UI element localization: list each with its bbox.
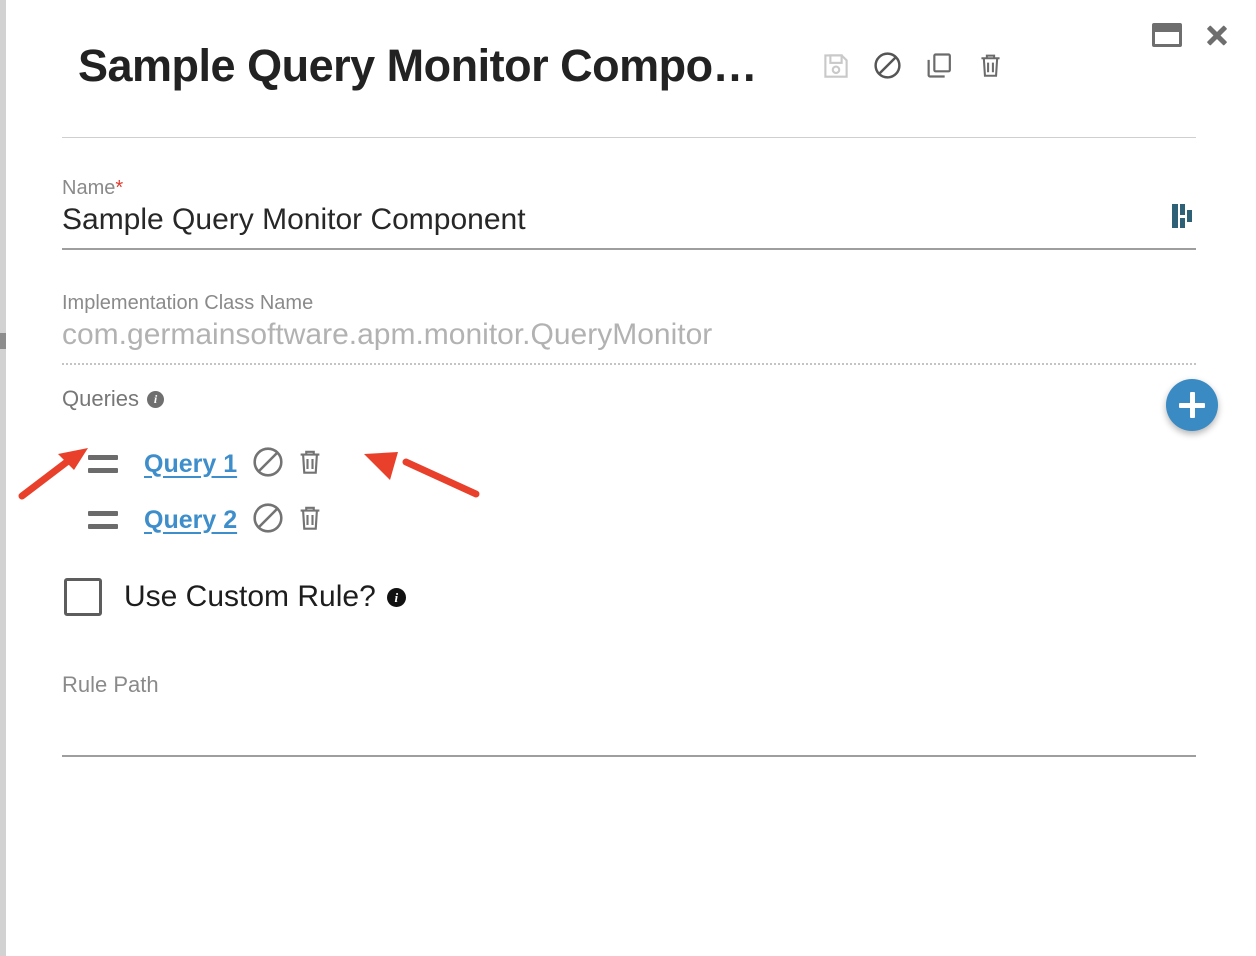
delete-icon[interactable] [295, 447, 325, 482]
use-custom-rule-row: Use Custom Rule? i [64, 578, 406, 616]
name-underline [62, 248, 1196, 250]
info-icon[interactable]: i [386, 587, 406, 607]
queries-list: Query 1 Query 2 [88, 436, 335, 548]
save-icon[interactable] [821, 51, 851, 86]
implementation-class-name-underline [62, 363, 1196, 365]
implementation-class-name-field: Implementation Class Name com.germainsof… [62, 291, 1196, 365]
implementation-class-name-value: com.germainsoftware.apm.monitor.QueryMon… [62, 318, 713, 351]
header-actions [821, 50, 1005, 86]
rule-path-label: Rule Path [62, 672, 159, 697]
title-row: Sample Query Monitor Compo… [78, 40, 1005, 92]
page-edge-marker [0, 333, 6, 349]
delete-icon[interactable] [295, 503, 325, 538]
arrow-to-drag-handle [18, 448, 88, 500]
window-close-button[interactable] [1200, 18, 1234, 52]
chart-bars-icon[interactable] [1170, 201, 1196, 236]
queries-label-text: Queries [62, 386, 140, 411]
window-restore-icon [1152, 23, 1182, 47]
use-custom-rule-checkbox[interactable] [64, 578, 102, 616]
rule-path-field: Rule Path [62, 673, 1196, 731]
use-custom-rule-label: Use Custom Rule? i [124, 580, 406, 614]
drag-handle-icon[interactable] [88, 455, 118, 473]
name-input[interactable]: Sample Query Monitor Component [62, 203, 526, 236]
info-icon[interactable]: i [147, 390, 165, 408]
name-field: Name* Sample Query Monitor Component [62, 176, 1196, 250]
disable-icon[interactable] [872, 50, 903, 86]
name-label: Name* [62, 177, 124, 199]
list-item: Query 1 [88, 436, 335, 492]
page-left-edge-strip [0, 0, 6, 956]
arrow-to-delete-icon [364, 452, 480, 498]
required-marker: * [115, 177, 124, 199]
implementation-class-name-label: Implementation Class Name [62, 292, 314, 314]
add-query-button[interactable] [1166, 379, 1218, 431]
header-divider [62, 137, 1196, 138]
drag-handle-icon[interactable] [88, 511, 118, 529]
window-controls [1150, 18, 1234, 52]
delete-icon[interactable] [976, 51, 1005, 85]
disable-icon[interactable] [251, 445, 285, 484]
window-restore-button[interactable] [1150, 18, 1184, 52]
query-link[interactable]: Query 1 [144, 449, 238, 478]
disable-icon[interactable] [251, 501, 285, 540]
list-item: Query 2 [88, 492, 335, 548]
use-custom-rule-text: Use Custom Rule? [124, 580, 376, 613]
page-title: Sample Query Monitor Compo… [78, 40, 758, 91]
rule-path-input[interactable] [62, 697, 1196, 731]
copy-icon[interactable] [924, 50, 955, 86]
queries-section-label: Queries i [62, 386, 165, 412]
close-icon [1204, 22, 1230, 48]
footer-divider [62, 755, 1196, 757]
query-link[interactable]: Query 2 [144, 505, 238, 534]
